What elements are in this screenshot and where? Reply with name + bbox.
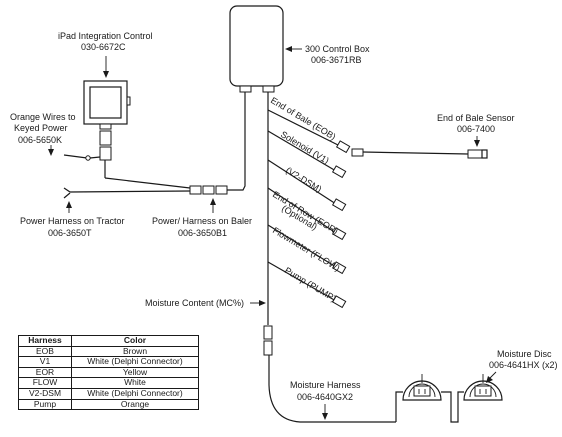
ipad-arrow <box>103 71 109 78</box>
moisture-harness-arrow <box>322 413 328 420</box>
legend-row: EOB Brown <box>18 345 199 358</box>
moisture-disc-1 <box>402 374 442 401</box>
legend-color-cell: White (Delphi Connector) <box>71 356 199 368</box>
legend-color-cell: Yellow <box>71 366 199 379</box>
legend-header-color: Color <box>71 335 199 347</box>
legend-header-harness: Harness <box>18 335 72 347</box>
branch-label-v2dsm: (V2-DSM) <box>284 165 323 194</box>
legend-color-cell: Orange <box>71 398 199 411</box>
orange-wires-label-2: Keyed Power <box>14 123 68 133</box>
orange-wires-label-1: Orange Wires to <box>10 112 76 122</box>
trunk-connector-1 <box>263 325 273 340</box>
power-baler-arrow <box>210 198 216 205</box>
power-baler-title: Power/ Harness on Baler <box>152 216 252 226</box>
baler-power-connectors <box>189 185 228 195</box>
control-box-arrow <box>285 46 292 52</box>
legend-row: EOR Yellow <box>18 366 199 379</box>
eob-sensor <box>467 149 488 159</box>
legend-harness-cell: EOR <box>18 366 72 379</box>
moisture-content-label: Moisture Content (MC%) <box>145 298 244 308</box>
branch-v1 <box>267 130 347 179</box>
power-tractor-arrow <box>66 201 72 208</box>
legend-color-cell: White (Delphi Connector) <box>71 387 199 400</box>
legend-harness-cell: Pump <box>18 398 72 411</box>
eob-sensor-title: End of Bale Sensor <box>437 113 515 123</box>
control-box <box>229 5 284 93</box>
control-box-part: 006-3671RB <box>311 55 362 65</box>
ipad-unit <box>83 80 131 161</box>
eob-sensor-part: 006-7400 <box>457 124 495 134</box>
branch-eor <box>267 187 347 241</box>
trunk-connector-2 <box>263 340 273 356</box>
legend-row: Pump Orange <box>18 398 199 411</box>
legend-harness-cell: V2-DSM <box>18 387 72 400</box>
moisture-disc-2 <box>463 374 503 401</box>
moisture-disc-arrow <box>486 376 493 383</box>
branch-eob <box>267 109 469 157</box>
moisture-harness-part: 006-4640GX2 <box>297 392 353 402</box>
legend-color-cell: Brown <box>71 345 199 358</box>
orange-wires-part: 006-5650K <box>18 135 62 145</box>
legend-color-cell: White <box>71 377 199 389</box>
ipad-title: iPad Integration Control <box>58 31 153 41</box>
moisture-disc-part: 006-4641HX (x2) <box>489 360 558 370</box>
ipad-part: 030-6672C <box>81 42 126 52</box>
branch-v2dsm <box>267 159 347 212</box>
eob-sensor-arrow <box>474 140 480 147</box>
branch-label-eob: End of Bale (EOB) <box>269 95 338 142</box>
power-tractor-part: 006-3650T <box>48 228 92 238</box>
legend-harness-cell: EOB <box>18 345 72 358</box>
harness-color-legend: Harness Color EOB Brown V1 White (Delphi… <box>18 335 199 411</box>
branch-pump <box>267 261 347 309</box>
legend-row: V2-DSM White (Delphi Connector) <box>18 387 199 400</box>
legend-row: V1 White (Delphi Connector) <box>18 356 199 368</box>
moisture-content-arrow <box>259 300 266 306</box>
moisture-harness-title: Moisture Harness <box>290 380 361 390</box>
branch-label-pump: Pump (PUMP) <box>283 265 338 303</box>
power-tractor-title: Power Harness on Tractor <box>20 216 125 226</box>
legend-header-row: Harness Color <box>18 335 199 347</box>
legend-harness-cell: FLOW <box>18 377 72 389</box>
power-baler-part: 006-3650B1 <box>178 228 227 238</box>
legend-harness-cell: V1 <box>18 356 72 368</box>
moisture-disc-title: Moisture Disc <box>497 349 552 359</box>
legend-row: FLOW White <box>18 377 199 389</box>
branch-flow <box>267 224 347 275</box>
control-box-title: 300 Control Box <box>305 44 370 54</box>
orange-wires-arrow <box>48 149 54 156</box>
